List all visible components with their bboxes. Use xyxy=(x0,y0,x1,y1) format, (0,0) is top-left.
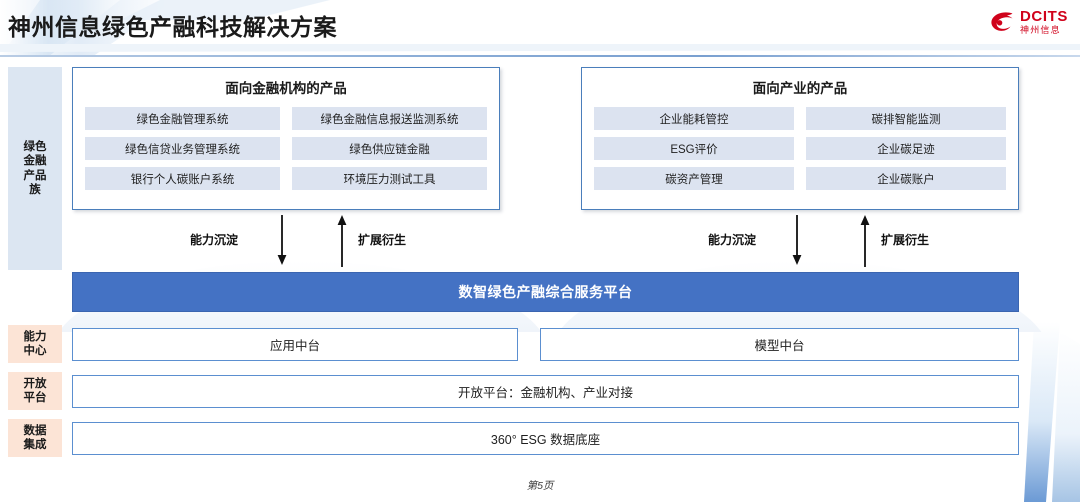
header-decoration xyxy=(0,0,1080,57)
capability-center-right-label: 模型中台 xyxy=(754,339,805,353)
open-platform-label: 开放平台：金融机构、产业对接 xyxy=(457,386,633,400)
dcits-swirl-icon xyxy=(991,12,1013,31)
corner-ribbon-decoration xyxy=(1024,322,1080,502)
product-chip[interactable]: 企业能耗管控 xyxy=(594,107,794,130)
product-chip[interactable]: 企业碳账户 xyxy=(806,167,1006,190)
product-chip[interactable]: 绿色供应链金融 xyxy=(292,137,487,160)
sidebar-item-data-integration-label: 数据 集成 xyxy=(23,424,47,451)
capability-center-left-label: 应用中台 xyxy=(269,339,320,353)
panel-financial-institutions-grid: 绿色金融管理系统 绿色金融信息报送监测系统 绿色信贷业务管理系统 绿色供应链金融… xyxy=(73,107,499,201)
right-flow-up-arrow-icon xyxy=(860,215,870,267)
page-footer: 第5页 xyxy=(0,478,1080,493)
open-platform-box[interactable]: 开放平台：金融机构、产业对接 xyxy=(72,375,1019,408)
panel-industry-grid: 企业能耗管控 碳排智能监测 ESG评价 企业碳足迹 碳资产管理 企业碳账户 xyxy=(582,107,1018,201)
right-flow-down-arrow-icon xyxy=(792,215,802,265)
left-flow-down-arrow-icon xyxy=(277,215,287,265)
page-title: 神州信息绿色产融科技解决方案 xyxy=(8,14,337,40)
capability-center-right-box[interactable]: 模型中台 xyxy=(540,328,1019,361)
product-chip[interactable]: ESG评价 xyxy=(594,137,794,160)
panel-industry-title: 面向产业的产品 xyxy=(752,81,848,96)
sidebar-item-product-family[interactable]: 绿色 金融 产品 族 xyxy=(8,67,62,270)
product-chip[interactable]: 企业碳足迹 xyxy=(806,137,1006,160)
product-chip[interactable]: 绿色金融信息报送监测系统 xyxy=(292,107,487,130)
slide-header: 神州信息绿色产融科技解决方案 DCITS 神州信息 xyxy=(0,0,1080,57)
left-flow-down-label: 能力沉淀 xyxy=(190,233,239,247)
right-flow-down-label: 能力沉淀 xyxy=(708,233,757,247)
panel-financial-institutions-title: 面向金融机构的产品 xyxy=(225,81,347,96)
product-chip[interactable]: 碳排智能监测 xyxy=(806,107,1006,130)
logo-text-cn: 神州信息 xyxy=(1020,25,1061,35)
left-flow-up-label: 扩展衍生 xyxy=(358,233,407,247)
left-flow-up-arrow-icon xyxy=(337,215,347,267)
page-number-label: 第5页 xyxy=(526,480,554,492)
panel-industry: 面向产业的产品 企业能耗管控 碳排智能监测 ESG评价 企业碳足迹 碳资产管理 … xyxy=(581,67,1019,210)
sidebar-item-open-platform-label: 开放 平台 xyxy=(23,377,47,404)
product-chip[interactable]: 环境压力测试工具 xyxy=(292,167,487,190)
slide-body: 绿色 金融 产品 族 能力 中心 开放 平台 数据 集成 面向金融机构的产品 绿… xyxy=(0,57,1080,472)
flow-hill-decoration xyxy=(58,261,1042,332)
product-chip[interactable]: 银行个人碳账户系统 xyxy=(85,167,280,190)
logo-text-en: DCITS xyxy=(1020,8,1068,25)
sidebar-item-capability-center[interactable]: 能力 中心 xyxy=(8,325,62,363)
data-integration-label: 360° ESG 数据底座 xyxy=(490,433,601,447)
sidebar-item-data-integration[interactable]: 数据 集成 xyxy=(8,419,62,457)
sidebar-item-product-family-label: 绿色 金融 产品 族 xyxy=(23,140,47,196)
right-flow-up-label: 扩展衍生 xyxy=(881,233,930,247)
sidebar-item-open-platform[interactable]: 开放 平台 xyxy=(8,372,62,410)
company-logo: DCITS 神州信息 xyxy=(989,9,1068,35)
platform-bar-label: 数智绿色产融综合服务平台 xyxy=(458,284,633,300)
product-chip[interactable]: 绿色金融管理系统 xyxy=(85,107,280,130)
header-divider xyxy=(0,55,1080,57)
data-integration-box[interactable]: 360° ESG 数据底座 xyxy=(72,422,1019,455)
product-chip[interactable]: 碳资产管理 xyxy=(594,167,794,190)
sidebar-item-capability-center-label: 能力 中心 xyxy=(23,330,47,357)
panel-financial-institutions: 面向金融机构的产品 绿色金融管理系统 绿色金融信息报送监测系统 绿色信贷业务管理… xyxy=(72,67,500,210)
capability-center-left-box[interactable]: 应用中台 xyxy=(72,328,518,361)
product-chip[interactable]: 绿色信贷业务管理系统 xyxy=(85,137,280,160)
platform-bar[interactable]: 数智绿色产融综合服务平台 xyxy=(72,272,1019,312)
